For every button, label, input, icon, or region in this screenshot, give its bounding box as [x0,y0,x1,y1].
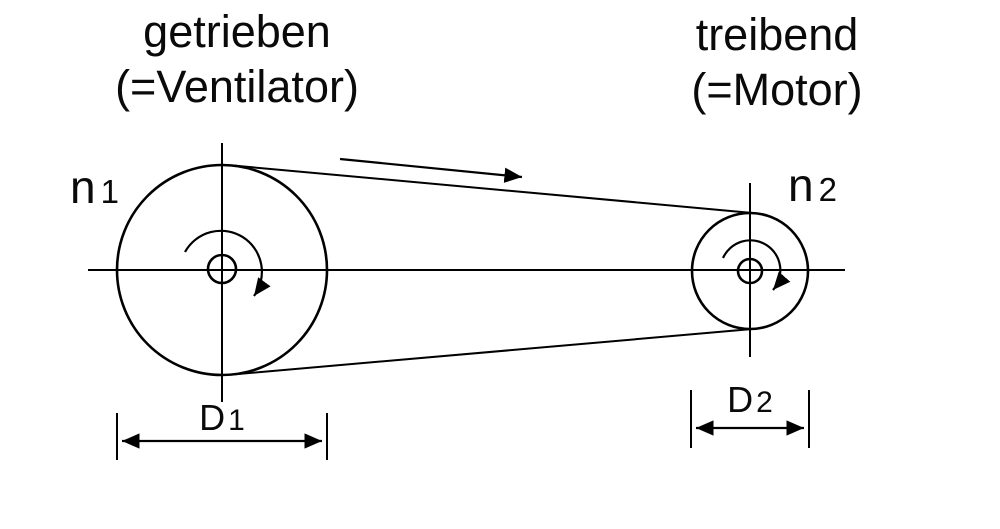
d1-label-sub: 1 [228,404,245,437]
driven-rotation-arrow [184,229,271,297]
motor-pulley-hub [736,257,764,285]
d2-label-sub: 2 [756,386,773,419]
belt-bottom-line [231,327,756,376]
motor-rotation-arrow [721,239,791,291]
driven-pulley-hub [206,253,238,285]
motor-title: treibend [696,9,859,60]
d1-label-base: D [199,397,225,438]
driven-subtitle: (=Ventilator) [115,61,359,112]
n2-label-base: n [788,159,814,211]
d2-label-base: D [727,379,753,420]
motor-pulley-circle [690,211,810,331]
driven-pulley-circle [115,163,329,377]
belt-direction-arrow [339,157,523,183]
belt-top-line [231,164,756,215]
driven-title: getrieben [143,6,331,57]
n1-label-sub: 1 [101,173,119,210]
n1-label-base: n [70,161,96,213]
n2-label-sub: 2 [819,171,837,208]
motor-subtitle: (=Motor) [691,64,862,115]
